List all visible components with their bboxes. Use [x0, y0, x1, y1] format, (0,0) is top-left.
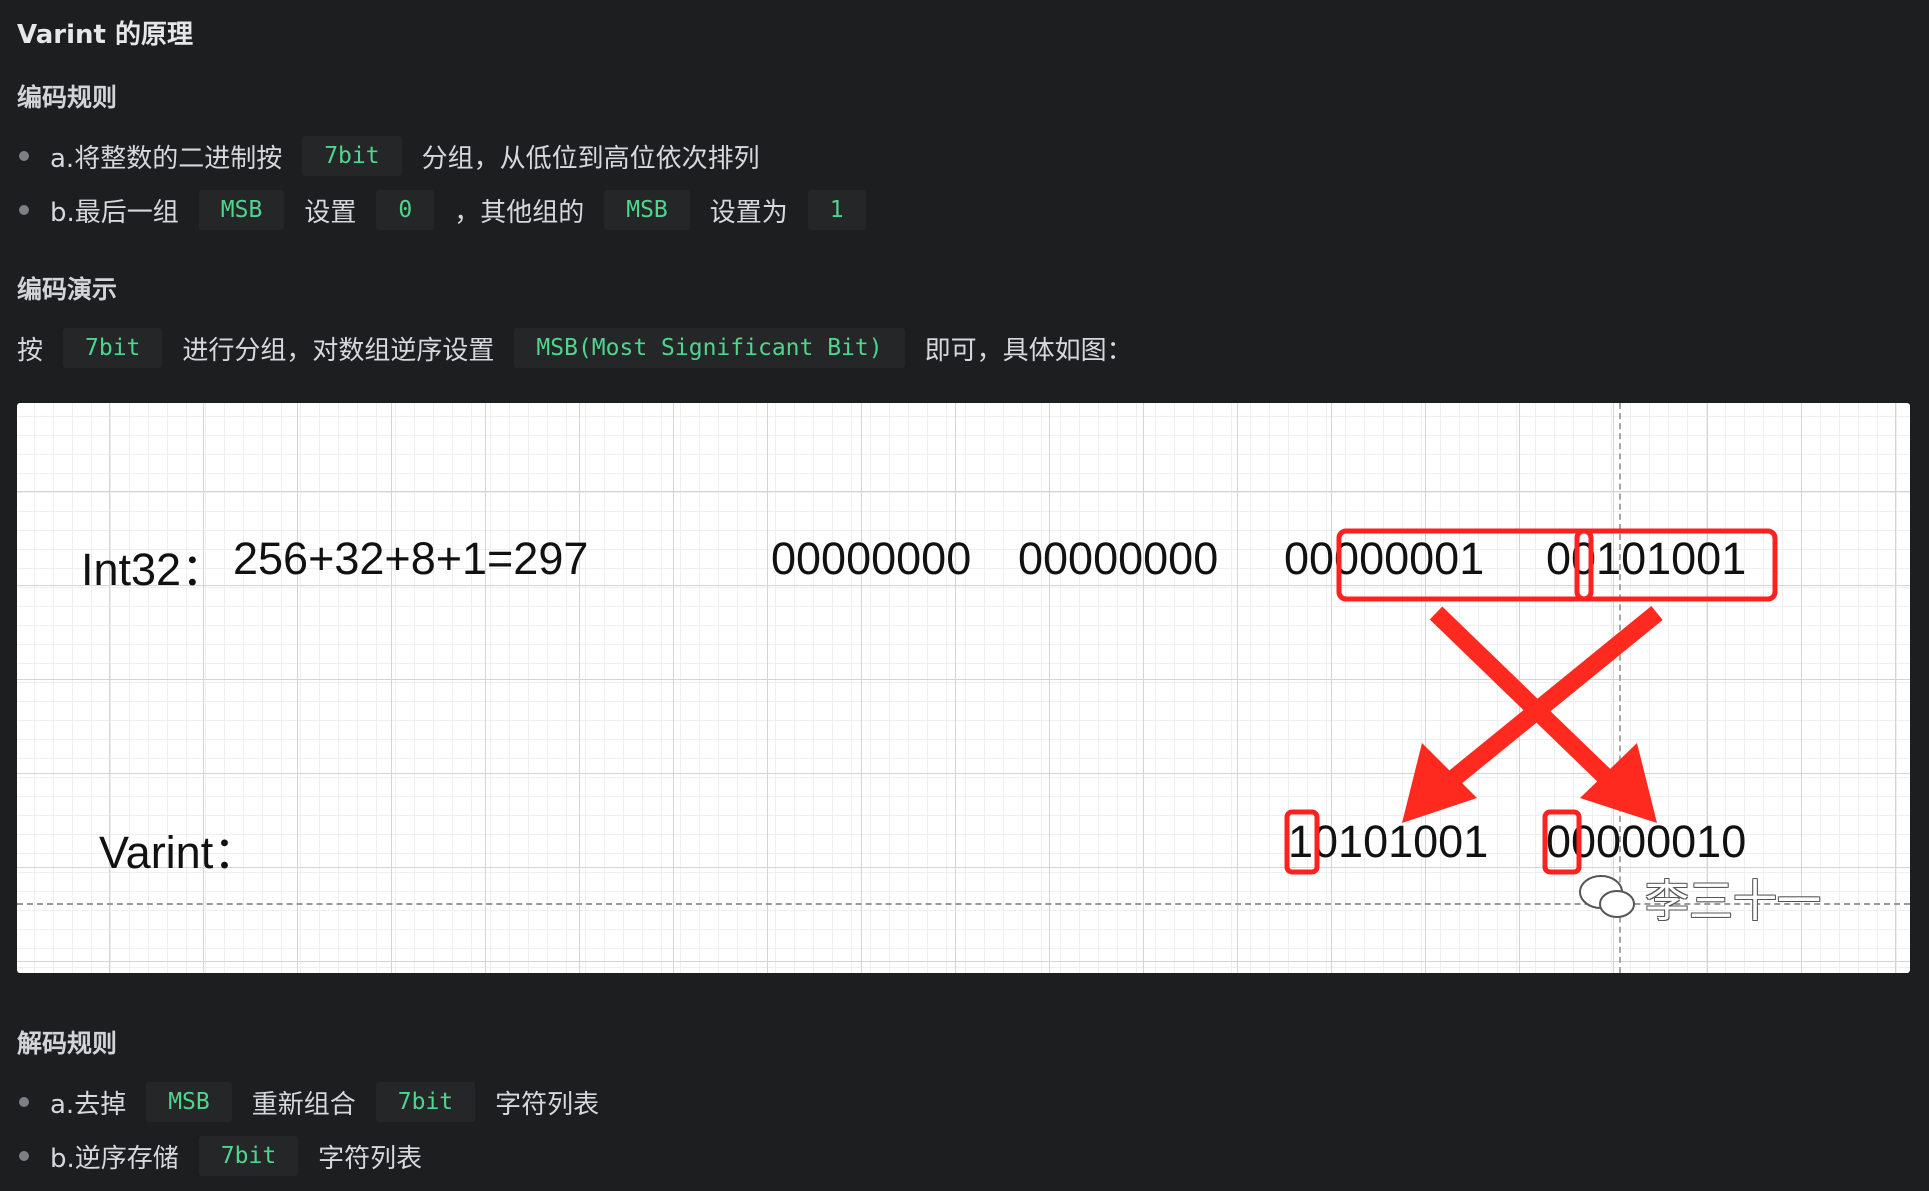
list-item: a.将整数的二进制按 7bit 分组，从低位到高位依次排列 [17, 136, 760, 176]
encode-rules-heading: 编码规则 [17, 83, 118, 112]
list-item-text: 重新组合 [251, 1089, 356, 1120]
varint-diagram: Int32： 256+32+8+1=297 00000000 00000000 … [17, 403, 1910, 973]
inline-code: 7bit [63, 328, 163, 368]
list-item: b.最后一组 MSB 设置 0 ，其他组的 MSB 设置为 1 [17, 190, 886, 230]
inline-code: MSB [146, 1082, 232, 1122]
inline-code: MSB [604, 190, 690, 230]
watermark: 李三十一 [1577, 865, 1821, 929]
paragraph-text: 进行分组，对数组逆序设置 [182, 335, 495, 366]
inline-code: MSB [198, 190, 285, 230]
encode-demo-heading: 编码演示 [17, 275, 118, 304]
list-item-text: 设置为 [709, 197, 788, 228]
bullet-icon [19, 1097, 29, 1107]
list-item-text: a.将整数的二进制按 [50, 143, 283, 174]
int32-expression: 256+32+8+1=297 [233, 533, 589, 584]
bullet-icon [19, 205, 29, 215]
int32-byte-3: 00000001 [1284, 533, 1485, 584]
inline-code: MSB(Most Significant Bit) [514, 328, 905, 368]
list-item: b.逆序存储 7bit 字符列表 [17, 1136, 422, 1176]
list-item-text: 字符列表 [318, 1143, 423, 1174]
list-item: a.去掉 MSB 重新组合 7bit 字符列表 [17, 1082, 599, 1122]
diagram-annotations [1284, 528, 1778, 875]
swap-arrow-line [1429, 606, 1624, 795]
list-item-text: a.去掉 [50, 1089, 127, 1120]
list-item-text: b.最后一组 [50, 197, 179, 228]
arrow-head-icon [1580, 743, 1657, 823]
arrow-head-icon [1402, 743, 1477, 823]
varint-byte-1: 10101001 [1288, 816, 1489, 867]
varint-label: Varint： [99, 827, 259, 878]
swap-arrow-line [1436, 606, 1663, 795]
list-item-text: ，其他组的 [454, 197, 585, 228]
wechat-icon [1579, 875, 1635, 918]
inline-code: 7bit [302, 136, 402, 176]
inline-code: 1 [807, 190, 866, 230]
guide-line [1619, 403, 1621, 973]
list-item-text: b.逆序存储 [50, 1143, 179, 1174]
int32-label: Int32： [81, 544, 227, 595]
bullet-icon [19, 151, 29, 161]
paragraph: 按 7bit 进行分组，对数组逆序设置 MSB(Most Significant… [17, 328, 1133, 368]
highlight-box [1336, 528, 1594, 602]
inline-code: 7bit [375, 1082, 476, 1122]
list-item-text: 设置 [304, 197, 357, 228]
bullet-icon [19, 1151, 29, 1161]
inline-code: 7bit [198, 1136, 299, 1176]
list-item-text: 字符列表 [495, 1089, 600, 1120]
watermark-text: 李三十一 [1645, 876, 1821, 927]
paragraph-text: 按 [17, 335, 44, 366]
highlight-box [1574, 528, 1778, 602]
msb-highlight-box [1542, 809, 1582, 875]
int32-byte-1: 00000000 [771, 533, 972, 584]
decode-rules-heading: 解码规则 [17, 1029, 118, 1058]
section-title: Varint 的原理 [17, 20, 193, 50]
inline-code: 0 [376, 190, 435, 230]
list-item-text: 分组，从低位到高位依次排列 [421, 143, 760, 174]
guide-line [17, 903, 1910, 905]
int32-byte-2: 00000000 [1018, 533, 1219, 584]
paragraph-text: 即可，具体如图： [924, 335, 1133, 366]
msb-highlight-box [1284, 809, 1320, 875]
